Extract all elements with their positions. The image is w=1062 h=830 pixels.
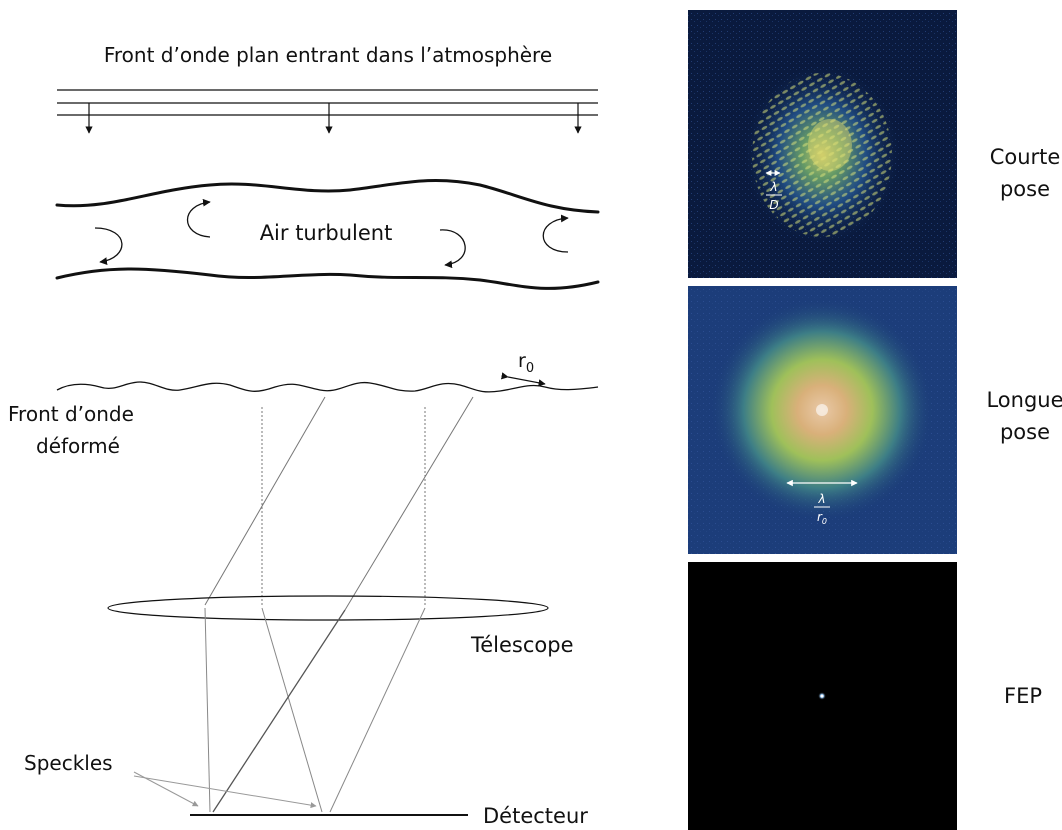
short-scale-denominator: D [769, 198, 778, 212]
speckles-label: Speckles [24, 751, 113, 775]
rays-upper [204, 396, 474, 611]
long-scale-denominator: r0 [817, 510, 827, 526]
long-exposure-label-line1: Longue [986, 388, 1062, 412]
r0-scale-arrow [500, 372, 546, 387]
long-exposure-label-line2: pose [1000, 420, 1050, 444]
plane-wavefront-label: Front d’onde plan entrant dans l’atmosph… [104, 43, 552, 67]
short-exposure-label-line2: pose [1000, 177, 1050, 201]
eddy-arrows [94, 198, 569, 269]
incoming-arrows [85, 103, 582, 134]
rays-lower [204, 607, 426, 813]
short-exposure-panel: λ D [688, 10, 957, 278]
eddy-arrow-2 [186, 198, 211, 238]
short-scale-numerator: λ [769, 180, 777, 194]
turbulent-bottom-boundary [55, 267, 600, 290]
eddy-arrow-4 [542, 214, 569, 253]
turbulent-air-label: Air turbulent [260, 221, 393, 245]
psf-panel [688, 562, 957, 830]
r0-label: r0 [518, 350, 534, 376]
eddy-arrow-1 [94, 227, 123, 265]
deformed-wavefront-label-line2: déformé [36, 434, 120, 458]
deformed-wavefront [56, 381, 599, 393]
eddy-arrow-3 [439, 229, 466, 269]
short-exposure-label-line1: Courte [990, 145, 1061, 169]
plane-wavefront-lines [57, 89, 598, 116]
deformed-wavefront-label-line1: Front d’onde [8, 402, 134, 426]
turbulent-top-boundary [55, 179, 600, 214]
telescope-lens [107, 595, 549, 621]
speckles-pointers [133, 771, 317, 809]
detector-label: Détecteur [483, 804, 588, 828]
psf-label: FEP [1004, 684, 1042, 708]
long-exposure-panel: λ r0 [688, 286, 957, 554]
telescope-label: Télescope [470, 633, 574, 657]
long-scale-numerator: λ [817, 492, 825, 506]
turbulent-layer [55, 179, 600, 290]
